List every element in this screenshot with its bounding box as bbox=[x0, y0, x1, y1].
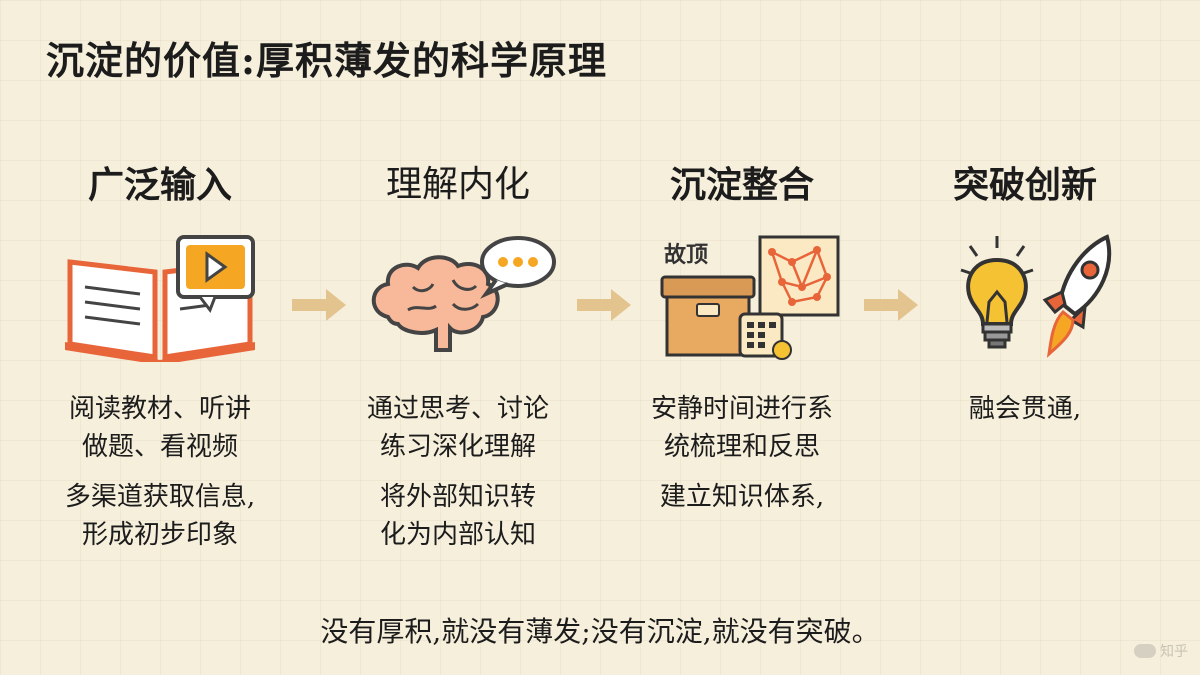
stage-description: 阅读教材、听讲 做题、看视频 bbox=[68, 394, 251, 462]
stage-heading: 广泛输入 bbox=[87, 164, 232, 206]
stage-description: 安静时间进行系 统梳理和反思 bbox=[650, 394, 833, 462]
stage-description: 融会贯通, bbox=[968, 394, 1082, 424]
stage-summary: 多渠道获取信息, 形成初步印象 bbox=[64, 482, 256, 550]
slide-title: 沉淀的价值:厚积薄发的科学原理 bbox=[46, 38, 608, 83]
stage-heading: 理解内化 bbox=[385, 164, 530, 205]
open-book-video-icon bbox=[65, 235, 255, 362]
arrow-right-icon bbox=[292, 289, 346, 321]
stage-consolidate: 沉淀整合 故顶 安静时间进行系 统梳理和反思 建立知识体系, bbox=[622, 160, 862, 516]
watermark-logo-icon bbox=[1134, 644, 1156, 658]
arrow-right-icon bbox=[864, 289, 918, 321]
icon-label: 故顶 bbox=[664, 242, 708, 268]
brain-speech-bubble-icon bbox=[371, 236, 556, 352]
stage-summary: 建立知识体系, bbox=[659, 482, 825, 512]
stage-input: 广泛输入 阅读教材、听讲 做题、看视频 多渠道获取信息, 形成初步印象 bbox=[40, 160, 280, 554]
watermark: 知乎 bbox=[1134, 641, 1188, 661]
stage-understand: 理解内化 通过思考、讨论 练习深化理解 将外部知识转 化为内部认知 bbox=[338, 160, 578, 554]
stage-summary: 将外部知识转 化为内部认知 bbox=[379, 482, 536, 550]
archive-box-network-icon: 故顶 bbox=[660, 235, 840, 360]
lightbulb-rocket-icon bbox=[960, 234, 1112, 358]
stage-heading: 沉淀整合 bbox=[669, 164, 814, 206]
arrow-right-icon bbox=[577, 289, 631, 321]
watermark-text: 知乎 bbox=[1160, 644, 1188, 660]
stage-description: 通过思考、讨论 练习深化理解 bbox=[366, 394, 549, 462]
stage-heading: 突破创新 bbox=[952, 164, 1097, 206]
stage-breakthrough: 突破创新 融会贯通, bbox=[905, 160, 1145, 428]
footer-quote: 没有厚积,就没有薄发;没有沉淀,就没有突破。 bbox=[320, 615, 880, 648]
